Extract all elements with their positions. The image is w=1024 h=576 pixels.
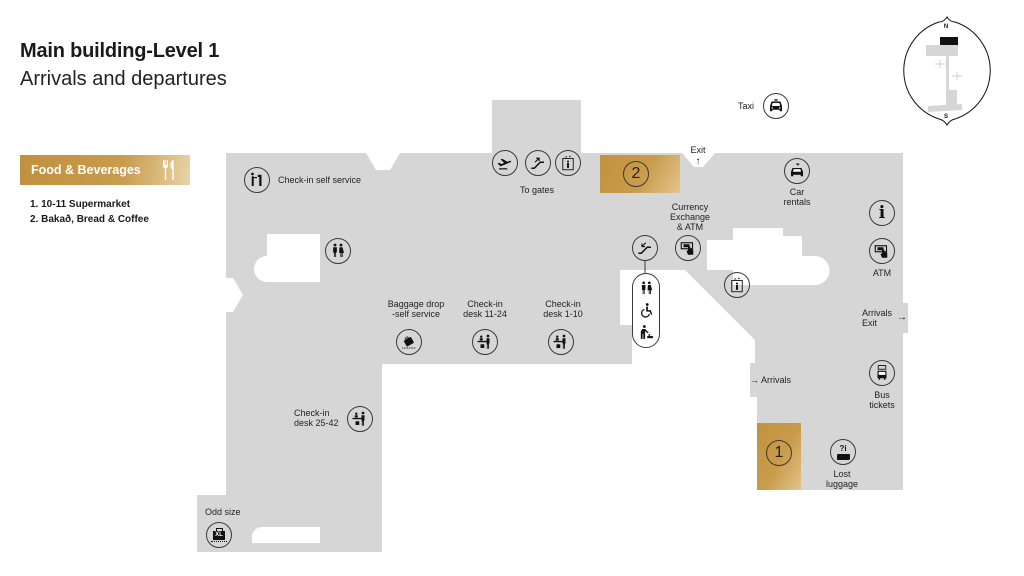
arrivals-exit-label: Arrivals Exit: [862, 308, 893, 328]
minimap-pier: [946, 56, 949, 92]
elevator-icon[interactable]: [724, 272, 750, 298]
minimap-plane-icon: [952, 72, 962, 80]
taxi-icon[interactable]: [763, 93, 789, 119]
exit-label: Exit: [690, 145, 706, 155]
check-in-desk-icon[interactable]: [548, 329, 574, 355]
food-beverages-legend-header: Food & Beverages: [20, 155, 190, 185]
suitcase-shape: [836, 453, 850, 460]
compass-minimap: [903, 16, 991, 126]
check-in-desk-11-24-label: Check-in desk 11-24: [463, 299, 507, 319]
odd-size-label: Odd size: [205, 507, 241, 517]
central-courtyard-cutout: [707, 228, 830, 285]
information-icon[interactable]: i: [869, 200, 895, 226]
page-title: Main building-Level 1: [20, 40, 220, 62]
car-rentals-label: Car rentals: [783, 187, 811, 207]
bus-tickets-icon[interactable]: [869, 360, 895, 386]
info-glyph: i: [878, 203, 886, 223]
exit-arrow-icon: ↑: [695, 156, 701, 167]
elevator-icon[interactable]: [555, 150, 581, 176]
suitcase-handle: [215, 528, 223, 531]
check-in-desk-icon[interactable]: [472, 329, 498, 355]
atm-label: ATM: [872, 268, 892, 278]
shop-number-badge: 1: [766, 440, 792, 466]
to-gates-label: To gates: [519, 185, 555, 195]
shop-1-supermarket[interactable]: 1: [757, 423, 801, 490]
legend-item-2: 2. Bakað, Bread & Coffee: [30, 214, 149, 225]
lost-luggage-icon[interactable]: ?i: [830, 439, 856, 465]
shop-2-bakad[interactable]: 2: [600, 155, 680, 193]
minimap-apron: [928, 104, 962, 112]
check-in-desk-25-42-label: Check-in desk 25-42: [294, 408, 339, 428]
legend-item-1: 1. 10-11 Supermarket: [30, 199, 131, 210]
car-rental-icon[interactable]: [784, 158, 810, 184]
restroom-icon: [641, 281, 652, 295]
shop-number-badge: 2: [623, 161, 649, 187]
bus-tickets-label: Bus tickets: [869, 390, 895, 410]
arrivals-exit-arrow-icon: →: [897, 312, 907, 323]
minimap-building: [926, 45, 958, 56]
currency-exchange-label: Currency Exchange & ATM: [669, 202, 711, 232]
legend-category-label: Food & Beverages: [31, 163, 141, 177]
xl-badge: XL: [213, 531, 225, 540]
atm-icon[interactable]: [869, 238, 895, 264]
compass-north-label: N: [943, 24, 949, 30]
arrivals-label: → Arrivals: [750, 375, 792, 385]
lost-luggage-label: Lost luggage: [825, 469, 859, 489]
bottom-cutout: [252, 527, 320, 543]
escalator-down-icon[interactable]: [632, 235, 658, 261]
wheelchair-icon: [640, 303, 652, 318]
minimap-terminal-south: [946, 90, 957, 107]
check-in-desk-1-10-label: Check-in desk 1-10: [543, 299, 583, 319]
plane-departure-icon[interactable]: [492, 150, 518, 176]
escalator-up-icon[interactable]: [525, 150, 551, 176]
fork-knife-icon: [163, 160, 174, 180]
currency-exchange-icon[interactable]: [675, 235, 701, 261]
minimap-current-building: [940, 37, 958, 45]
lost-luggage-glyph: ?i: [839, 443, 847, 453]
compass-south-label: S: [943, 114, 949, 120]
baby-changing-icon: [640, 324, 653, 339]
baggage-drop-label: Baggage drop -self service: [387, 299, 445, 319]
left-courtyard-cutout: [254, 234, 320, 282]
building-floor-area: [197, 100, 908, 552]
restroom-facilities-group[interactable]: [632, 273, 660, 348]
taxi-label: Taxi: [738, 101, 755, 111]
minimap-plane-icon: [935, 60, 945, 68]
baggage-drop-icon[interactable]: [396, 329, 422, 355]
check-in-self-service-label: Check-in self service: [278, 175, 362, 185]
self-check-in-kiosk-icon[interactable]: [244, 167, 270, 193]
odd-size-baggage-icon[interactable]: XL: [206, 522, 232, 548]
restroom-icon[interactable]: [325, 238, 351, 264]
conveyor-line: [211, 541, 227, 542]
check-in-desk-icon[interactable]: [347, 406, 373, 432]
page-subtitle: Arrivals and departures: [20, 68, 227, 90]
